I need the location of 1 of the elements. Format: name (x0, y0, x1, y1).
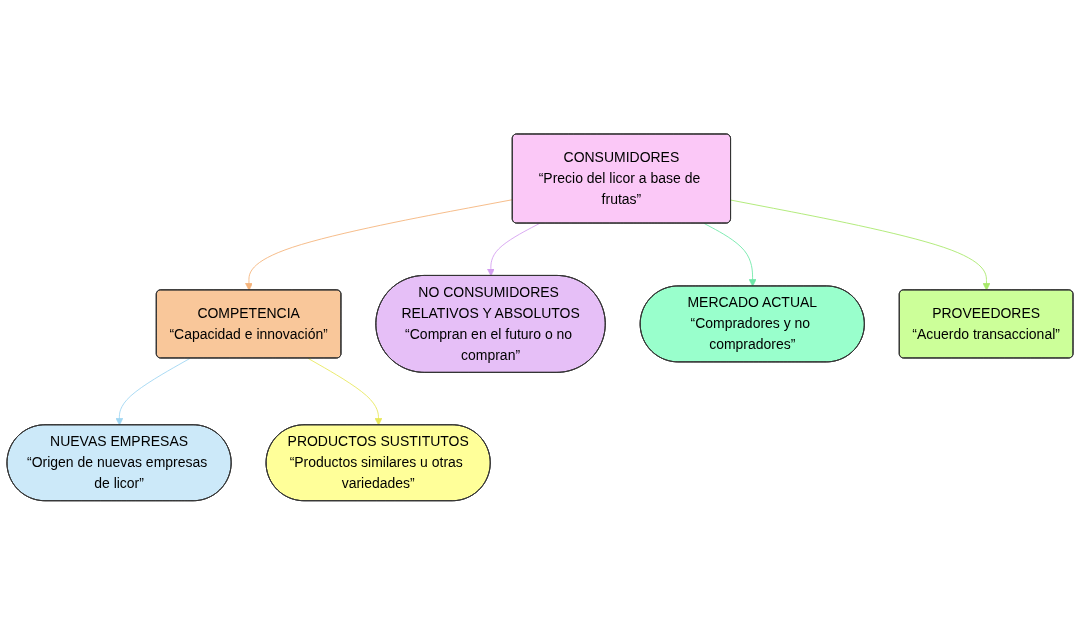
diagram: NUEVAS EMPRESAS “Origen de nuevas empresas de licor” COMPETENCIA “Capacidad e innovación” PRODUCTOS SUSTITUTOS “Productos similares u otras variedades” NO CONSUMIDORES RELATIVOS Y ABSOLUTOS “Compran en el futuro o no compran” CONSUMIDORES “Precio del licor a base de frutas” MERCADO ACTUAL “Compradores y no compradores” PROVEEDORES “Acuerdo transaccional” (0, 126, 1080, 508)
